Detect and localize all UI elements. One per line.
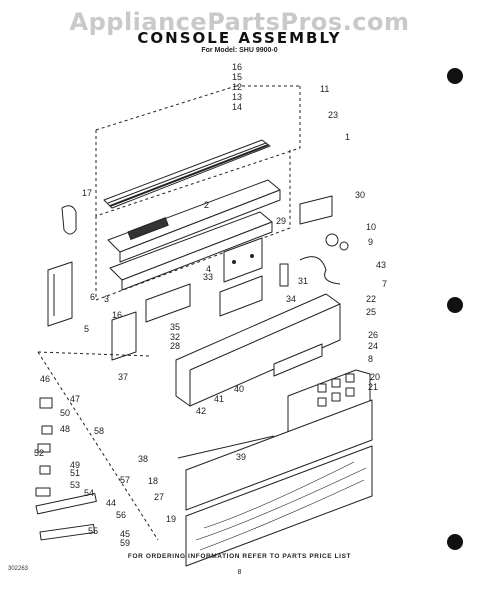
part-label: 23 bbox=[328, 110, 338, 120]
part-label: 43 bbox=[376, 260, 386, 270]
ordering-note: FOR ORDERING INFORMATION REFER TO PARTS … bbox=[127, 553, 352, 560]
part-label: 28 bbox=[170, 341, 180, 351]
part-label: 26 bbox=[368, 330, 378, 340]
part-label: 8 bbox=[368, 354, 373, 364]
part-label: 35 bbox=[170, 322, 180, 332]
part-label: 3 bbox=[104, 294, 109, 304]
diagram-title: CONSOLE ASSEMBLY bbox=[137, 29, 342, 47]
part-label: 48 bbox=[60, 424, 70, 434]
part-label: 30 bbox=[355, 190, 365, 200]
page-number: 8 bbox=[237, 569, 242, 576]
part-label: 52 bbox=[34, 448, 44, 458]
part-label: 31 bbox=[298, 276, 308, 286]
part-label: 11 bbox=[320, 84, 329, 94]
part-label: 47 bbox=[70, 394, 80, 404]
part-label: 59 bbox=[120, 538, 130, 548]
part-label: 7 bbox=[382, 279, 387, 289]
part-label: 53 bbox=[70, 480, 80, 490]
part-label: 38 bbox=[138, 454, 148, 464]
part-label: 34 bbox=[286, 294, 296, 304]
part-label: 44 bbox=[106, 498, 116, 508]
binder-hole-icon bbox=[447, 534, 463, 550]
part-label: 39 bbox=[236, 452, 246, 462]
part-label: 5 bbox=[84, 324, 89, 334]
part-label: 58 bbox=[94, 426, 104, 436]
part-label: 6 bbox=[90, 292, 95, 302]
part-label: 37 bbox=[118, 372, 128, 382]
part-label: 56 bbox=[116, 510, 126, 520]
watermark: AppliancePartsPros.com bbox=[69, 8, 410, 36]
part-label: 20 bbox=[370, 372, 380, 382]
part-label: 42 bbox=[196, 406, 206, 416]
part-label: 32 bbox=[170, 332, 180, 342]
part-label: 41 bbox=[214, 394, 224, 404]
part-label: 21 bbox=[368, 382, 378, 392]
part-label: 2 bbox=[204, 200, 209, 210]
part-label: 1 bbox=[345, 132, 350, 142]
model-subtitle: For Model: SHU 9900-0 bbox=[201, 47, 278, 54]
part-label: 33 bbox=[203, 272, 213, 282]
binder-hole-icon bbox=[447, 297, 463, 313]
part-label: 4 bbox=[206, 264, 211, 274]
part-label: 13 bbox=[232, 92, 242, 102]
part-label: 25 bbox=[366, 307, 376, 317]
part-label: 19 bbox=[166, 514, 176, 524]
binder-hole-icon bbox=[447, 68, 463, 84]
part-label: 14 bbox=[232, 102, 242, 112]
part-label: 45 bbox=[120, 529, 130, 539]
part-label: 18 bbox=[148, 476, 158, 486]
part-label: 22 bbox=[366, 294, 376, 304]
part-label: 24 bbox=[368, 341, 378, 351]
part-label: 10 bbox=[366, 222, 376, 232]
part-label: 16 bbox=[112, 310, 122, 320]
part-label: 12 bbox=[232, 82, 242, 92]
part-label: 15 bbox=[232, 72, 242, 82]
part-label: 46 bbox=[40, 374, 50, 384]
part-label: 17 bbox=[82, 188, 92, 198]
part-label: 55 bbox=[88, 526, 98, 536]
part-label: 27 bbox=[154, 492, 164, 502]
part-label: 29 bbox=[276, 216, 286, 226]
document-id: 302263 bbox=[8, 566, 29, 572]
part-label: 9 bbox=[368, 237, 373, 247]
part-label: 40 bbox=[234, 384, 244, 394]
part-label: 57 bbox=[120, 475, 130, 485]
part-label: 51 bbox=[70, 468, 80, 478]
part-label: 50 bbox=[60, 408, 70, 418]
part-label: 49 bbox=[70, 460, 80, 470]
part-label: 16 bbox=[232, 62, 242, 72]
part-label: 54 bbox=[84, 488, 94, 498]
